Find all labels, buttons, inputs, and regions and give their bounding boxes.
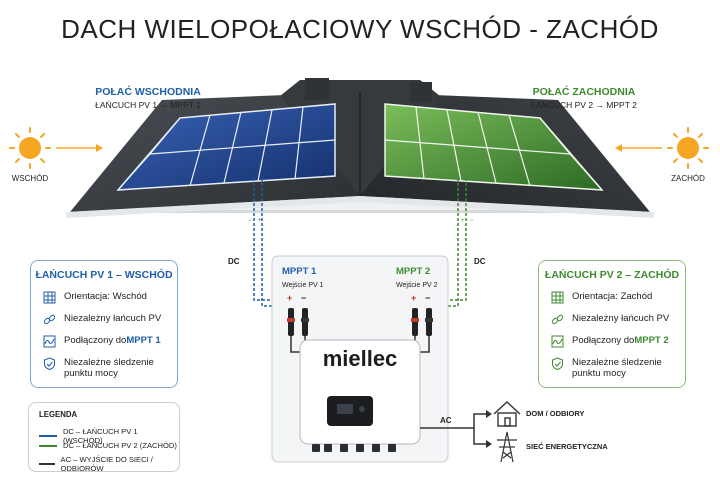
svg-text:+: + — [258, 218, 262, 224]
ac-cable — [420, 413, 488, 445]
west-roof-title: POŁAĆ ZACHODNIA — [532, 86, 636, 98]
chimney-right — [410, 82, 432, 102]
card-pv2-title: ŁAŃCUCH PV 2 – ZACHÓD — [544, 269, 680, 281]
mppt1-label: MPPT 1 — [282, 266, 317, 277]
sun-right-label: ZACHÓD — [671, 174, 705, 183]
mppt2-label: MPPT 2 — [396, 266, 431, 277]
legend-title: LEGENDA — [39, 410, 78, 419]
wave-icon — [43, 335, 56, 348]
grid-label: SIEĆ ENERGETYCZNA — [526, 442, 608, 451]
card-pv2-row-connected: Podłączony do MPPT 2 — [551, 335, 669, 348]
solar-panel-icon — [551, 291, 564, 304]
east-roof-subtitle: ŁAŃCUCH PV 1 → MPPT 1 — [95, 100, 201, 110]
sun-left-icon — [9, 127, 51, 169]
card-pv1-row-independent: Niezależny łańcuch PV — [43, 313, 161, 326]
west-roof-subtitle: ŁAŃCUCH PV 2 → MPPT 2 — [531, 100, 637, 110]
svg-text:−: − — [248, 218, 252, 224]
ac-label: AC — [440, 416, 452, 425]
east-roof-title: POŁAĆ WSCHODNIA — [95, 86, 201, 98]
shield-check-icon — [44, 357, 55, 370]
svg-text:+: + — [461, 218, 465, 224]
sun-right-arrow-icon — [615, 144, 622, 152]
chimney-left — [305, 78, 329, 100]
legend-item-ac: AC – WYJŚCIE DO SIECI / ODBIORÓW — [39, 455, 179, 473]
power-pylon-icon — [497, 431, 517, 463]
pv2-plus: + — [411, 293, 417, 303]
pv-input-2-label: Wejście PV 2 — [396, 282, 438, 289]
legend-item-pv2: DC – ŁAŃCUCH PV 2 (ZACHÓD) — [39, 441, 177, 450]
card-pv1-row-connected: Podłączony do MPPT 1 — [43, 335, 161, 348]
legend: LEGENDA DC – ŁAŃCUCH PV 1 (WSCHÓD) DC – … — [28, 402, 180, 473]
card-pv2-row-independent: Niezależny łańcuch PV — [551, 313, 669, 326]
svg-text:−: − — [470, 218, 474, 224]
sun-right-icon — [667, 127, 709, 169]
page-title: DACH WIELOPOŁACIOWY WSCHÓD - ZACHÓD — [61, 14, 659, 44]
pv1-minus: − — [301, 293, 307, 303]
sun-left-arrow-icon — [96, 144, 103, 152]
shield-check-icon — [552, 357, 563, 370]
dc-right-label: DC — [474, 257, 486, 266]
link-icon — [43, 314, 56, 325]
card-pv2-row-orientation: Orientacja: Zachód — [551, 291, 652, 304]
legend-item-pv1: DC – ŁAŃCUCH PV 1 (WSCHÓD) — [39, 427, 179, 445]
pv2-minus: − — [425, 293, 431, 303]
pv-array-east — [116, 103, 336, 191]
home-icon — [493, 401, 521, 427]
pv-input-1-label: Wejście PV 1 — [282, 282, 324, 289]
card-pv1-row-orientation: Orientacja: Wschód — [43, 291, 147, 304]
card-pv1-title: ŁAŃCUCH PV 1 – WSCHÓD — [35, 269, 173, 281]
sun-left-label: WSCHÓD — [11, 174, 49, 183]
home-label: DOM / ODBIORY — [526, 409, 585, 418]
roof-eaves — [66, 196, 654, 218]
card-pv1-east: ŁAŃCUCH PV 1 – WSCHÓD Orientacja: Wschód… — [30, 260, 178, 388]
card-pv2-west: ŁAŃCUCH PV 2 – ZACHÓD Orientacja: Zachód… — [538, 260, 686, 388]
dc-left-label: DC — [228, 257, 240, 266]
inverter-brand-logo: miellec — [322, 346, 398, 371]
solar-panel-icon — [43, 291, 56, 304]
link-icon — [551, 314, 564, 325]
pv-array-west — [384, 103, 604, 191]
mc4-connectors — [287, 308, 433, 336]
pv1-plus: + — [287, 293, 293, 303]
wave-icon — [551, 335, 564, 348]
